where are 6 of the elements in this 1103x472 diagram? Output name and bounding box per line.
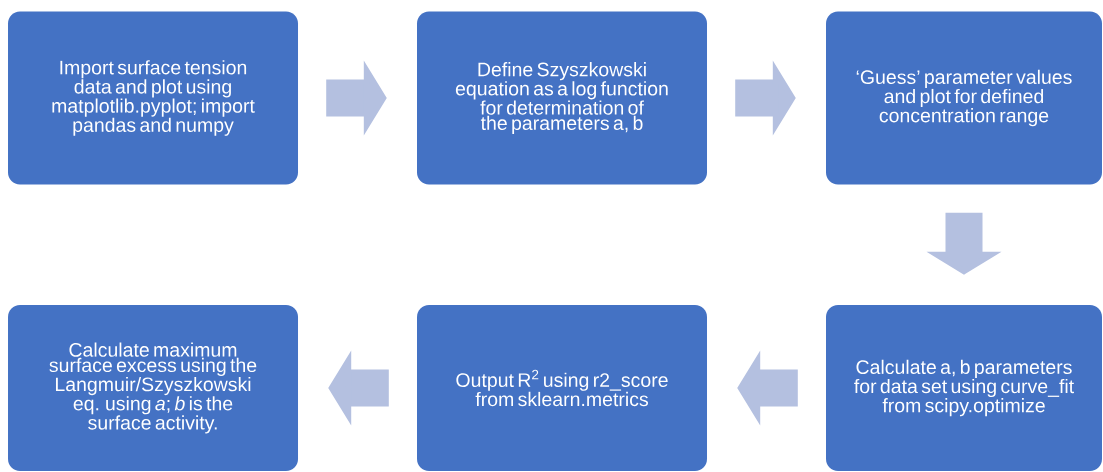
process-box: Define Szyszkowski equation as a log function for determination of the parameters a, b	[417, 11, 707, 185]
process-box: Import surface tension data and plot using matplotlib.pyplot; import pandas and numpy	[8, 11, 298, 185]
process-box: ‘Guess’ parameter values and plot for defined concentration range	[826, 11, 1102, 185]
process-box: Calculate a, b parameters for data set using curve_fit from scipy.optimize	[826, 305, 1102, 471]
process-box: Calculate maximum surface excess using the Langmuir/Szyszkowski eq. using a; b is the surface activity.	[8, 305, 298, 471]
process-box: Output R$^{2}$ using r2_score from sklearn.metrics	[417, 305, 707, 471]
